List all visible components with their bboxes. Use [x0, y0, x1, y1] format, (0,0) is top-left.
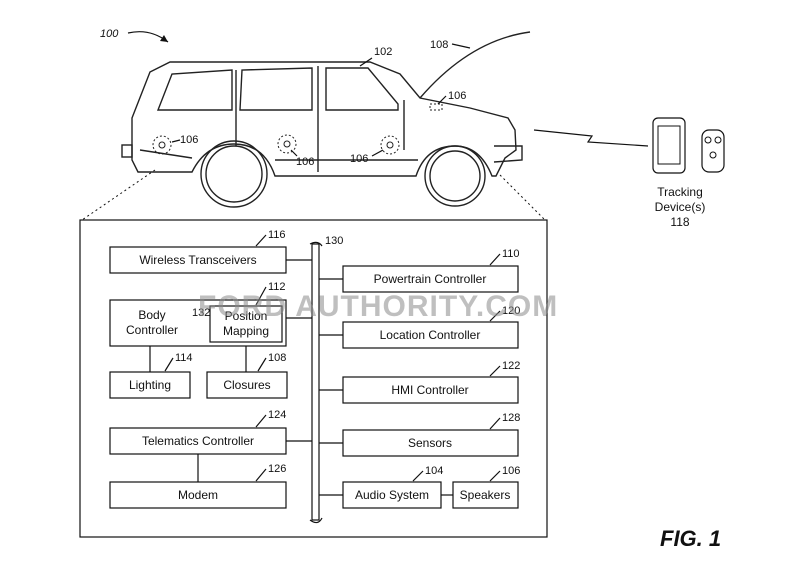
sensors-ref: 128 [502, 412, 520, 424]
callout-right [499, 174, 546, 221]
figure-ref: 100 [100, 28, 119, 40]
sensor-hood [429, 103, 443, 111]
body-label-line2: Controller [126, 323, 178, 337]
block-position-mapping [209, 305, 283, 343]
modem-label: Modem [178, 488, 218, 502]
rear-wheel [200, 140, 268, 208]
bus-bottom-cap [309, 517, 323, 524]
powertrain-label: Powertrain Controller [374, 272, 487, 286]
tracking-label-line1: Tracking [657, 185, 703, 199]
block-modem [109, 481, 287, 509]
bus [311, 243, 320, 521]
telematics-ref: 124 [268, 409, 286, 421]
speakers-ref: 106 [502, 465, 520, 477]
sensor-rear [152, 135, 172, 155]
tracking-ref: 118 [670, 215, 689, 229]
hmi-ref: 122 [502, 360, 520, 372]
sensor-ref-hood: 106 [448, 90, 466, 102]
wireless-link [533, 129, 649, 147]
closures-label: Closures [223, 378, 270, 392]
block-sensors [342, 429, 519, 457]
telematics-label: Telematics Controller [142, 434, 254, 448]
phone-icon [652, 117, 686, 174]
bus-top-cap [309, 241, 323, 247]
block-location-controller [342, 321, 519, 349]
hood-ref: 108 [430, 39, 448, 51]
sensor-ref-front-door: 106 [350, 153, 368, 165]
lighting-ref: 114 [175, 352, 193, 364]
closures-ref: 108 [268, 352, 286, 364]
watermark: FORD AUTHORITY.COM [198, 290, 558, 323]
bus-ref: 130 [325, 235, 343, 247]
powertrain-ref: 110 [502, 248, 520, 260]
wireless-label: Wireless Transceivers [139, 253, 256, 267]
audio-ref: 104 [425, 465, 443, 477]
body-label-line1: Body [138, 308, 165, 322]
block-hmi-controller [342, 376, 519, 404]
rear-tire-inner [205, 145, 263, 203]
sensors-label: Sensors [408, 436, 452, 450]
hood-line [419, 31, 531, 99]
block-lighting [109, 371, 191, 399]
callout-left [81, 169, 156, 221]
speakers-label: Speakers [460, 488, 511, 502]
sensor-ref-rear: 106 [180, 134, 198, 146]
block-closures [206, 371, 288, 399]
figure-label: FIG. 1 [660, 526, 721, 551]
key-fob-icon [701, 129, 725, 173]
hmi-label: HMI Controller [391, 383, 468, 397]
figure-ref-arrowhead [160, 35, 168, 42]
sensor-rear-door [277, 134, 297, 154]
body-ref: 132 [192, 307, 210, 319]
modem-ref: 126 [268, 463, 286, 475]
position-ref: 112 [268, 281, 286, 293]
location-label: Location Controller [380, 328, 481, 342]
block-powertrain-controller [342, 265, 519, 293]
block-speakers [452, 481, 519, 509]
location-ref: 120 [502, 305, 520, 317]
front-tire-inner [429, 150, 481, 202]
position-label-line1: Position [225, 309, 268, 323]
wireless-ref: 116 [268, 229, 286, 241]
front-wheel [424, 145, 486, 207]
sensor-ref-rear-door: 106 [296, 156, 314, 168]
vehicle-drawing [121, 31, 531, 208]
position-label-line2: Mapping [223, 324, 269, 338]
tracking-devices [652, 117, 725, 174]
vehicle-ref: 102 [374, 46, 392, 58]
sensor-front-door [380, 135, 400, 155]
tracking-label-line2: Device(s) [655, 200, 706, 214]
audio-label: Audio System [355, 488, 429, 502]
lighting-label: Lighting [129, 378, 171, 392]
